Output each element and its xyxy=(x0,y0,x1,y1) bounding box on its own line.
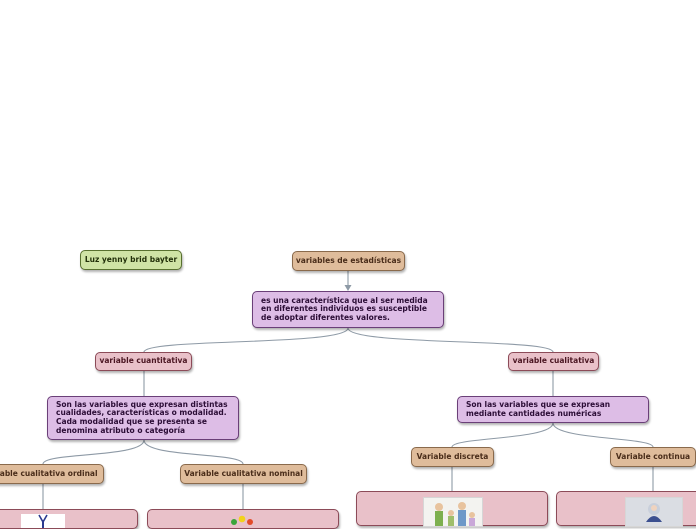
discreta-node[interactable]: Variable discreta xyxy=(411,447,494,467)
definition-node[interactable]: es una característica que al ser medida … xyxy=(252,291,444,328)
nominal-picture xyxy=(228,513,258,525)
right-branch-label: variable cualitativa xyxy=(513,357,595,366)
right-description-text: Son las variables que se expresan median… xyxy=(466,401,640,418)
ordinal-node[interactable]: ariable cualitativa ordinal xyxy=(0,464,104,484)
nominal-image-card[interactable] xyxy=(147,509,339,529)
baby-picture xyxy=(625,497,683,527)
left-branch-node[interactable]: variable cuantitativa xyxy=(95,352,192,371)
root-topic[interactable]: variables de estadísticas xyxy=(292,251,405,271)
link-leftdesc-ordinal xyxy=(43,440,144,464)
left-branch-label: variable cuantitativa xyxy=(99,357,187,366)
left-description-node[interactable]: Son las variables que expresan distintas… xyxy=(47,396,239,440)
nominal-node[interactable]: Variable cualitativa nominal xyxy=(180,464,307,484)
nominal-label: Variable cualitativa nominal xyxy=(184,470,303,479)
definition-text: es una característica que al ser medida … xyxy=(261,297,435,323)
continua-image-card[interactable] xyxy=(556,491,696,526)
link-rightdesc-continua xyxy=(553,423,653,447)
ordinal-picture xyxy=(21,514,65,528)
link-rightdesc-discreta xyxy=(452,423,553,447)
continua-label: Variable continua xyxy=(616,453,690,462)
discreta-label: Variable discreta xyxy=(417,453,489,462)
author-label: Luz yenny brid bayter xyxy=(85,256,177,265)
discreta-image-card[interactable] xyxy=(356,491,548,526)
link-leftdesc-nominal xyxy=(144,440,243,464)
family-picture xyxy=(423,497,483,527)
ordinal-image-card[interactable] xyxy=(0,509,138,529)
author-node[interactable]: Luz yenny brid bayter xyxy=(80,250,182,270)
link-definition-right xyxy=(348,328,553,352)
ordinal-label: ariable cualitativa ordinal xyxy=(0,470,98,479)
continua-node[interactable]: Variable continua xyxy=(610,447,696,467)
left-description-text: Son las variables que expresan distintas… xyxy=(56,401,230,435)
root-topic-label: variables de estadísticas xyxy=(296,257,401,266)
link-definition-left xyxy=(144,328,348,352)
right-description-node[interactable]: Son las variables que se expresan median… xyxy=(457,396,649,423)
right-branch-node[interactable]: variable cualitativa xyxy=(508,352,599,371)
